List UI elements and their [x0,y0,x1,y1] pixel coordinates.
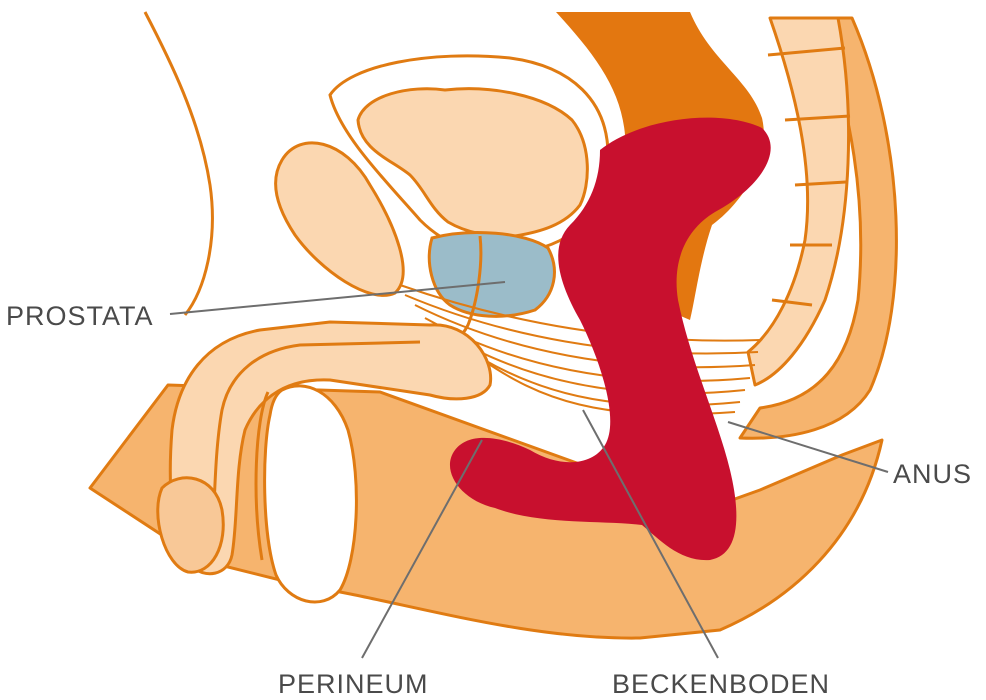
perineum-leader [361,439,483,659]
leader-lines [169,281,889,659]
label-prostata: PROSTATA [6,301,154,331]
prostate-massager [449,117,771,561]
testicle [263,384,358,604]
label-anus: ANUS [893,459,972,489]
label-beckenboden: BECKENBODEN [612,669,830,699]
prostata-leader [169,281,506,315]
sacrum [738,16,898,440]
glans [156,476,225,574]
penis [168,320,493,576]
bladder [356,87,589,238]
label-perineum: PERINEUM [278,669,429,699]
abdominal-outline [143,11,214,316]
spine [746,16,851,387]
epididymis [254,391,270,561]
anus-leader [727,421,889,473]
prostate [427,231,556,318]
beckenboden-leader [582,409,719,659]
vertebra-lines [767,46,851,307]
